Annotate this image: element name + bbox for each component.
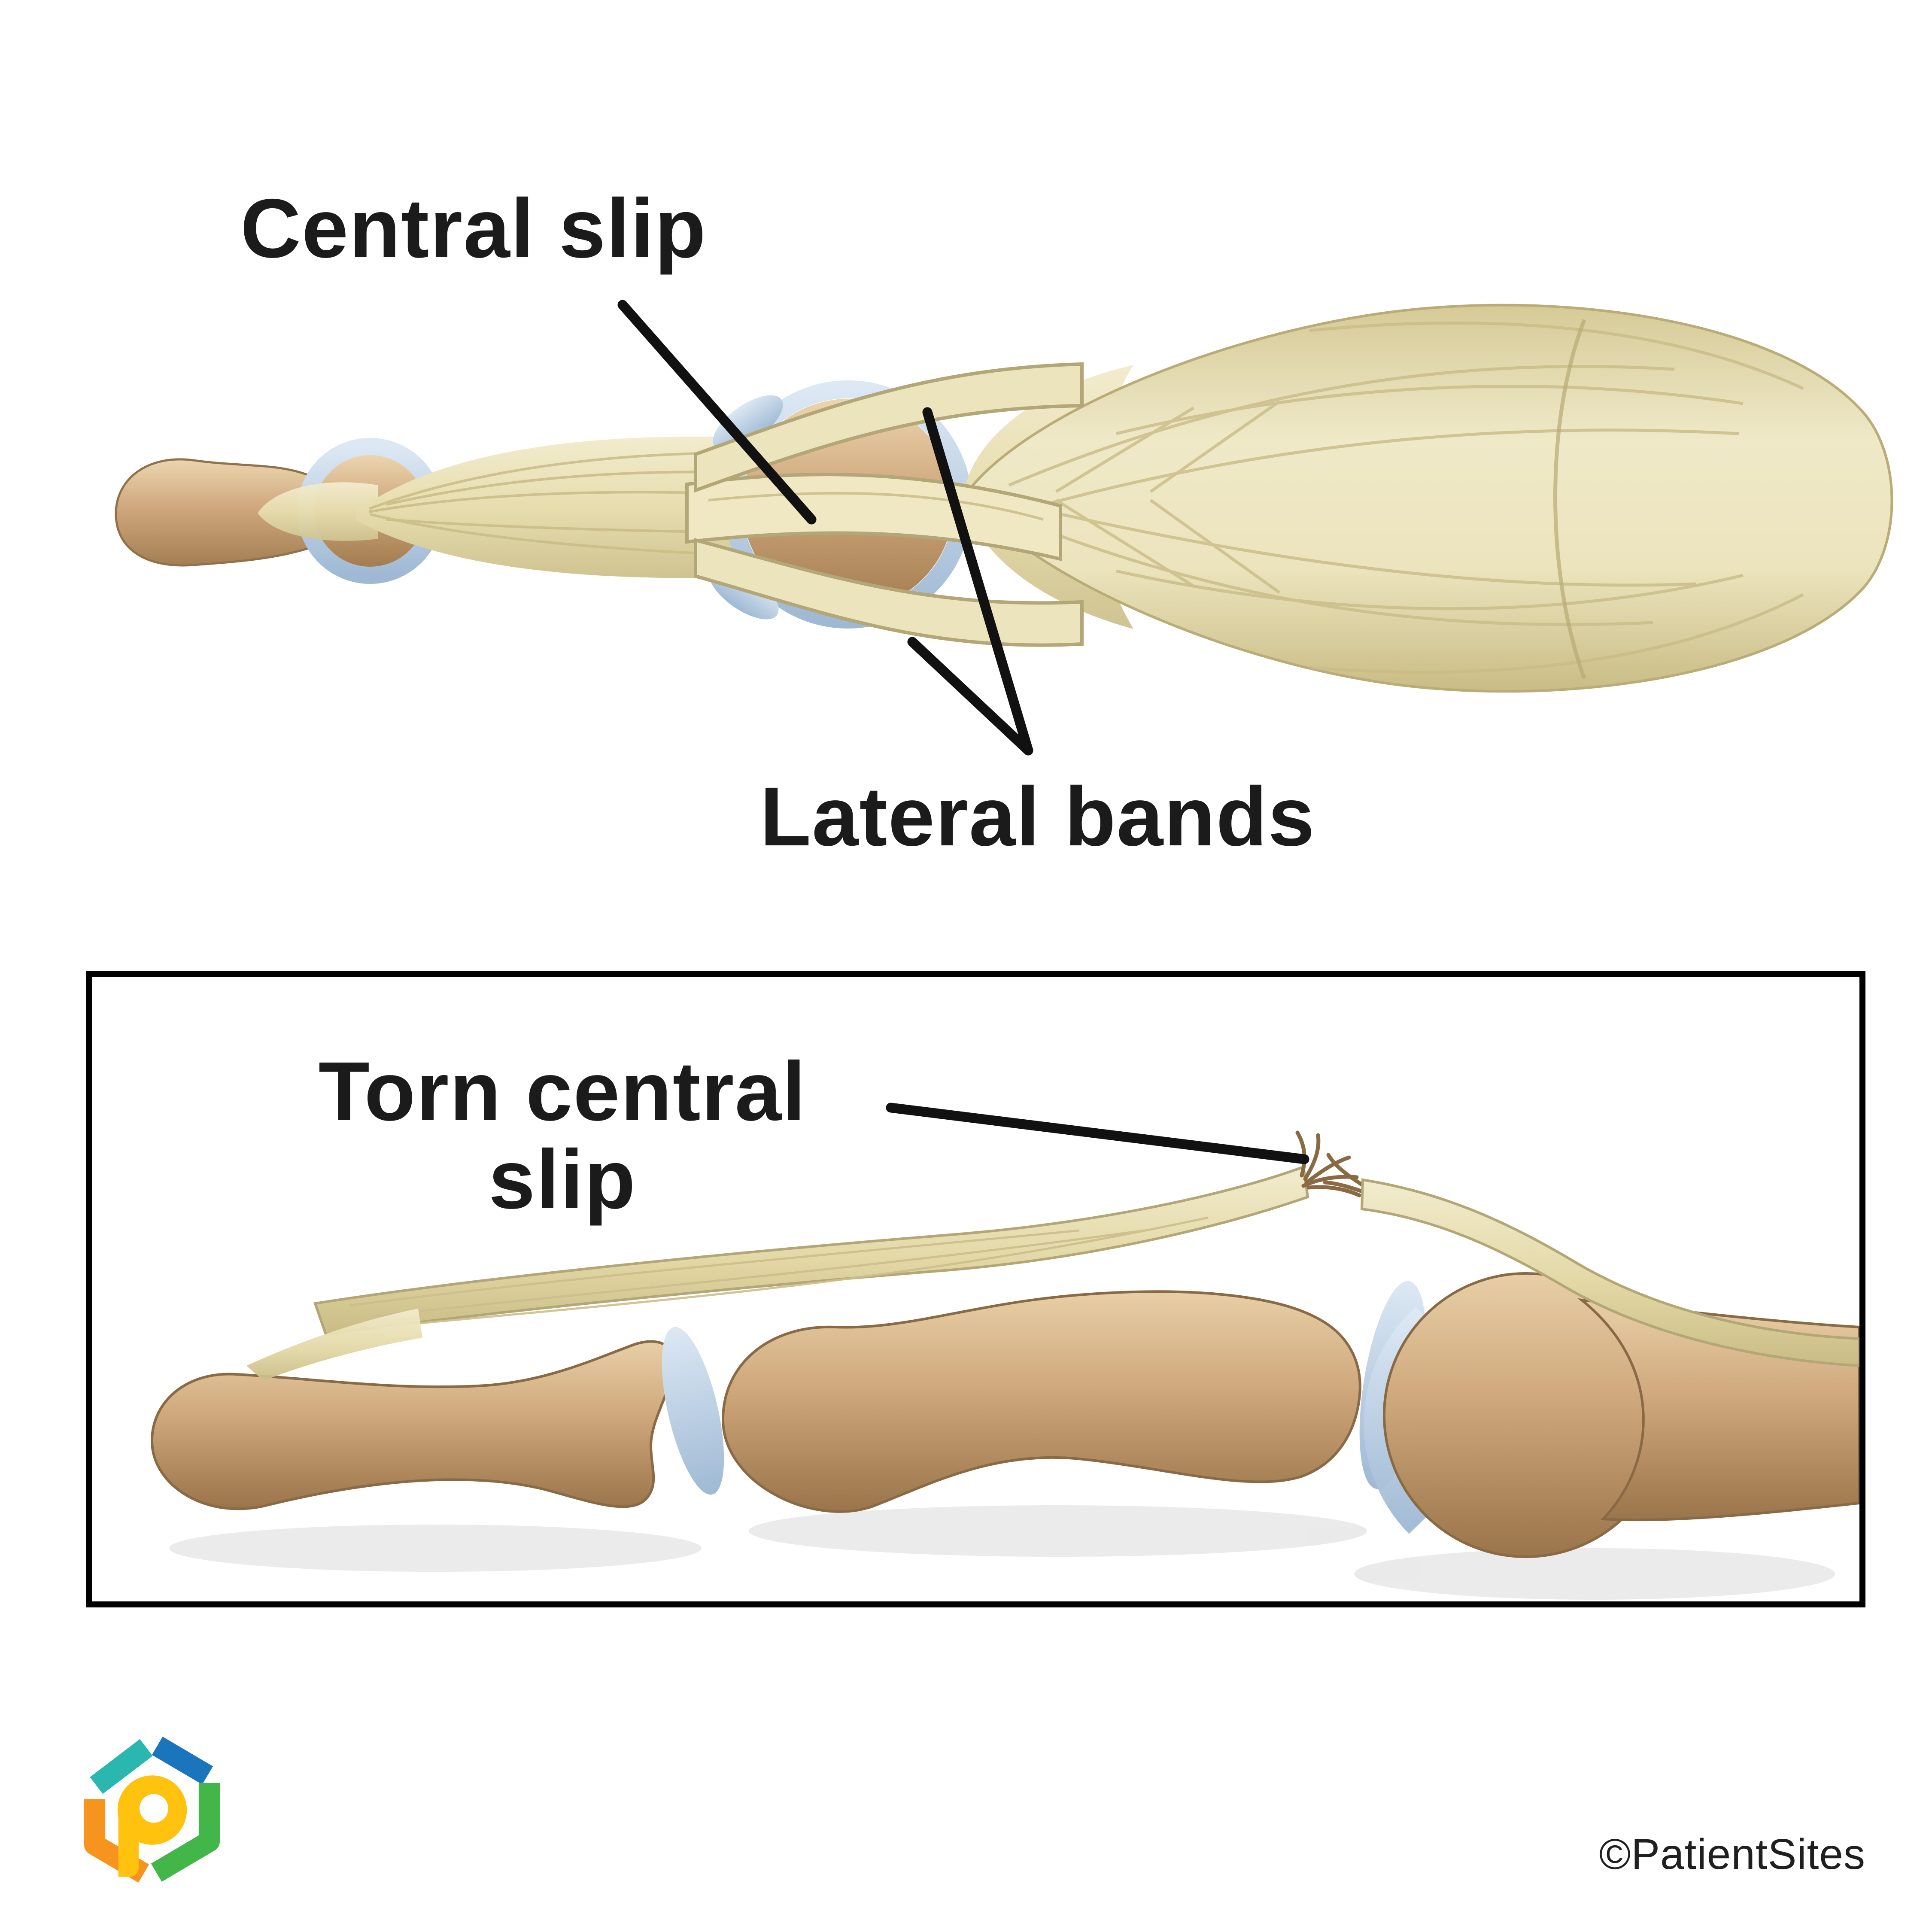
bone-shadows bbox=[169, 1505, 1835, 1600]
torn-central-slip-label: Torn central slip bbox=[318, 1045, 807, 1226]
condyle-cartilage-arc bbox=[1364, 1306, 1434, 1534]
logo-segment-green bbox=[151, 1783, 220, 1882]
middle-phalanx-side bbox=[721, 1290, 1361, 1513]
distal-phalanx-side bbox=[150, 1340, 676, 1510]
extensor-muscle-belly bbox=[964, 304, 1893, 693]
torn-extensor-tendon bbox=[246, 1130, 1859, 1381]
central-slip-torn-segment bbox=[313, 1165, 1309, 1336]
torn-slip-inset-box bbox=[86, 971, 1865, 1607]
logo-segment-teal bbox=[90, 1739, 153, 1794]
side-finger-illustration bbox=[150, 1130, 1859, 1600]
patientsites-logo bbox=[84, 1736, 220, 1883]
central-slip-label: Central slip bbox=[240, 182, 707, 275]
logo-letter-p bbox=[117, 1775, 187, 1877]
tendon-over-condyle bbox=[1360, 1178, 1859, 1367]
logo-segment-blue bbox=[152, 1736, 213, 1785]
lateral-bands-label: Lateral bands bbox=[760, 770, 1315, 863]
copyright-text: ©PatientSites bbox=[1599, 1830, 1865, 1878]
dip-cartilage-side bbox=[662, 1327, 724, 1495]
frayed-tendon-strands bbox=[1295, 1130, 1366, 1197]
terminal-tendon bbox=[258, 482, 378, 541]
